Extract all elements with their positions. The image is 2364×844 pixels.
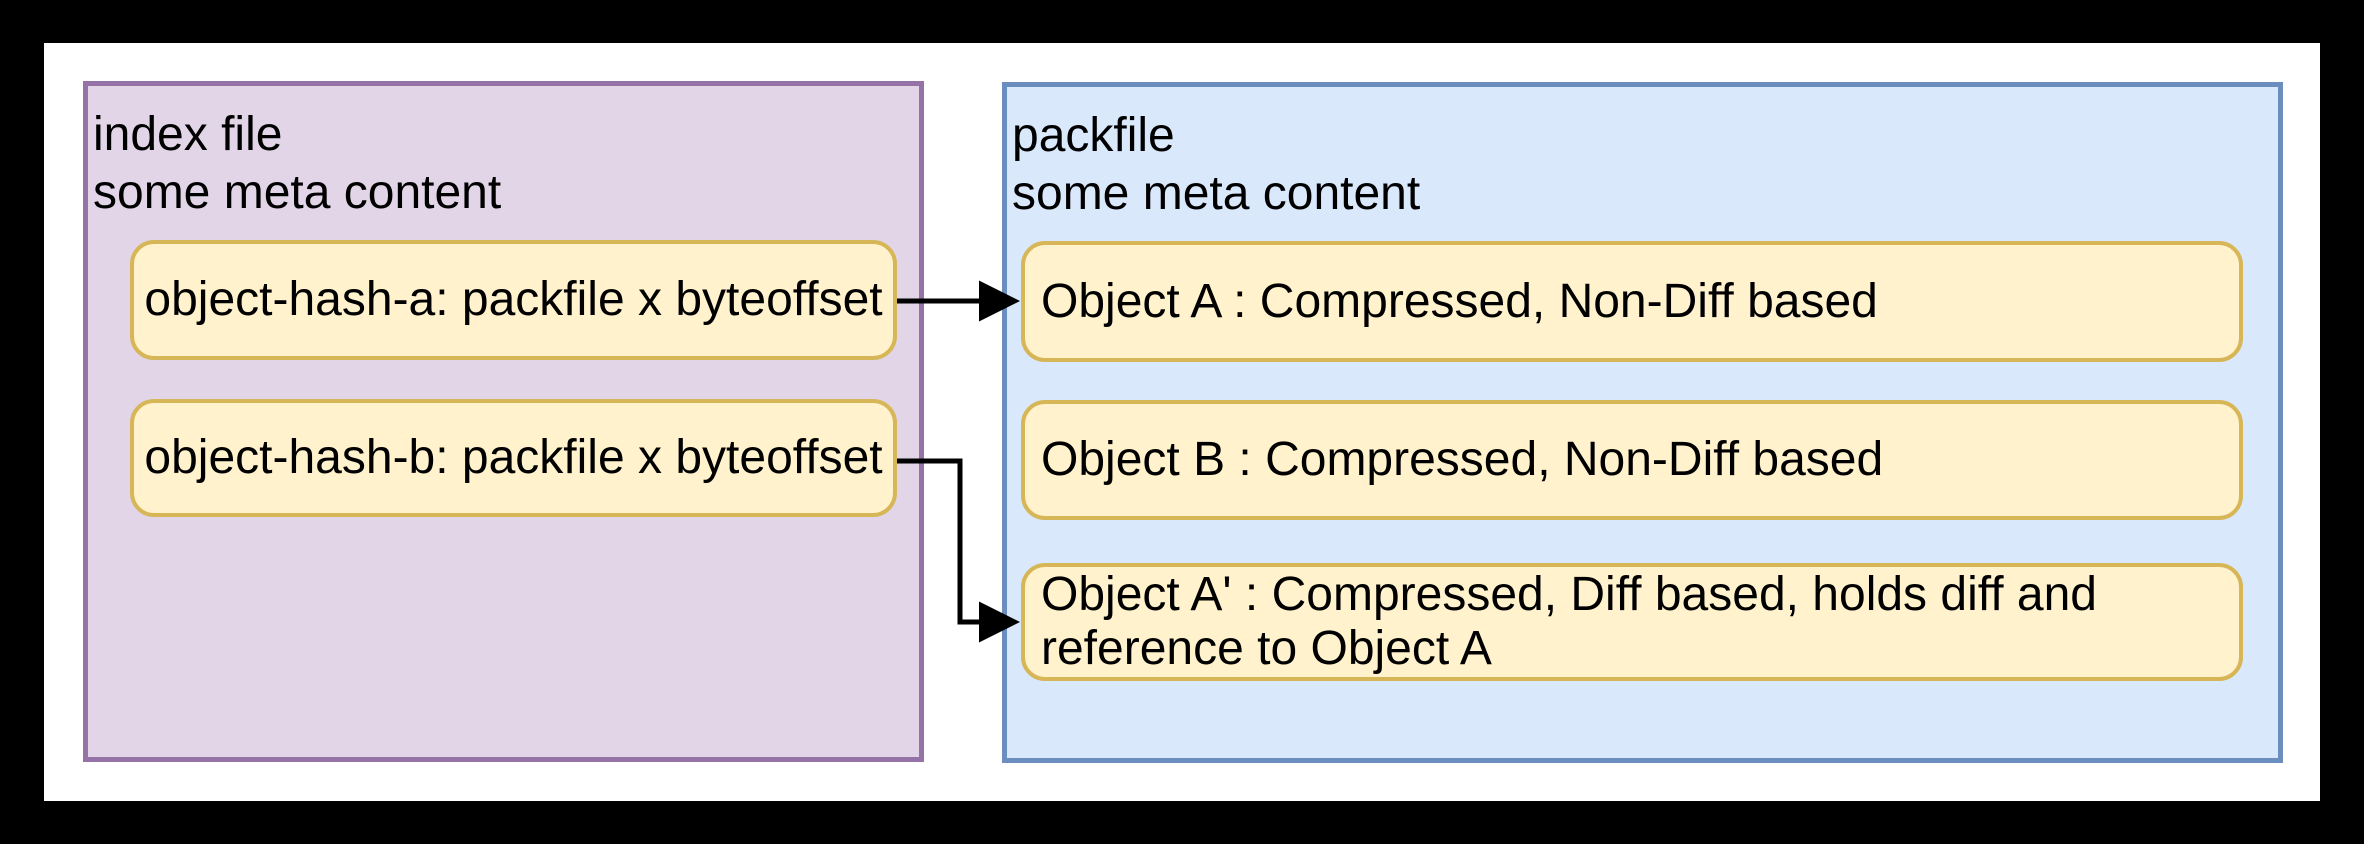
index-file-title: index file bbox=[93, 108, 283, 161]
index-entry-hash-a-label: object-hash-a: packfile x byteoffset bbox=[144, 273, 883, 326]
packfile-subtitle: some meta content bbox=[1012, 167, 1421, 220]
object-a-prime-label: Object A' : Compressed, Diff based, hold… bbox=[1041, 568, 2097, 675]
packfile-header: packfile some meta content bbox=[1012, 107, 1420, 223]
index-file-subtitle: some meta content bbox=[93, 166, 502, 219]
object-b-label: Object B : Compressed, Non-Diff based bbox=[1041, 433, 1884, 486]
index-entry-hash-a: object-hash-a: packfile x byteoffset bbox=[130, 240, 897, 360]
object-b-box: Object B : Compressed, Non-Diff based bbox=[1021, 400, 2243, 520]
index-entry-hash-b-label: object-hash-b: packfile x byteoffset bbox=[144, 431, 883, 484]
index-file-header: index file some meta content bbox=[93, 106, 501, 222]
object-a-label: Object A : Compressed, Non-Diff based bbox=[1041, 274, 1878, 328]
object-a-prime-box: Object A' : Compressed, Diff based, hold… bbox=[1021, 563, 2243, 681]
packfile-title: packfile bbox=[1012, 109, 1175, 162]
object-a-box: Object A : Compressed, Non-Diff based bbox=[1021, 241, 2243, 362]
index-entry-hash-b: object-hash-b: packfile x byteoffset bbox=[130, 399, 897, 517]
